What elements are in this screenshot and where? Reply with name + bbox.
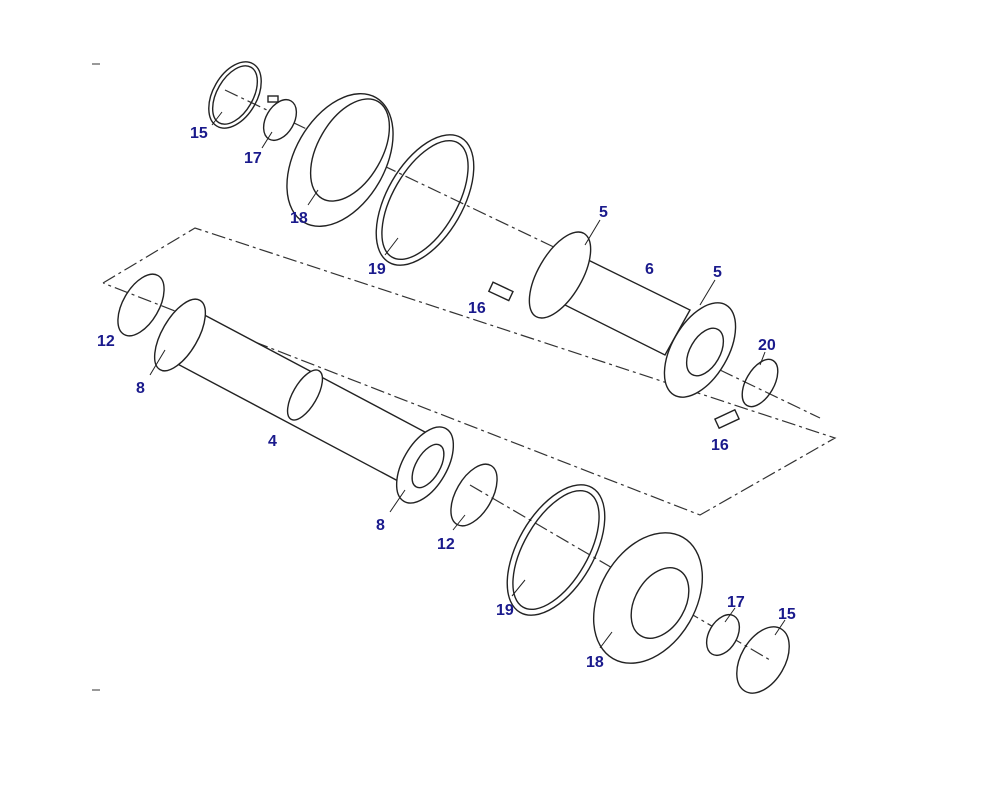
callout-16: 16 bbox=[468, 300, 486, 317]
part-15-snap-ring-bottom bbox=[736, 626, 790, 694]
axis-line-bottom bbox=[469, 484, 771, 661]
part-12-ring-right bbox=[450, 463, 498, 527]
part-18-boot-bottom bbox=[592, 532, 704, 664]
callout-15: 15 bbox=[190, 125, 208, 142]
callout-20: 20 bbox=[758, 337, 776, 354]
callout-4: 4 bbox=[268, 433, 277, 450]
callout-8: 8 bbox=[376, 517, 385, 534]
part-16-bolt-top bbox=[487, 281, 514, 302]
callout-18: 18 bbox=[290, 210, 308, 227]
part-17-clamp-bottom bbox=[705, 614, 741, 656]
part-17-clamp-screw bbox=[267, 95, 279, 103]
part-8-bearing-bore bbox=[411, 443, 445, 489]
part-8-bearing-right bbox=[395, 426, 455, 504]
callout-5: 5 bbox=[713, 264, 722, 281]
part-16-bolt-bottom bbox=[713, 408, 741, 430]
part-15-snap-ring-inner bbox=[211, 65, 259, 125]
callout-17: 17 bbox=[244, 150, 262, 167]
part-19-band-bottom bbox=[506, 484, 606, 616]
callout-15: 15 bbox=[778, 606, 796, 623]
assembly-boundary bbox=[102, 227, 837, 516]
leader-lines bbox=[149, 111, 786, 649]
part-8-bearing-left bbox=[153, 298, 207, 372]
callout-18: 18 bbox=[586, 654, 604, 671]
part-19-band-inner bbox=[381, 139, 469, 261]
callout-19: 19 bbox=[496, 602, 514, 619]
part-17-clamp bbox=[262, 99, 298, 141]
part-20-o-ring bbox=[741, 358, 779, 408]
part-15-snap-ring bbox=[208, 61, 262, 129]
callout-6: 6 bbox=[645, 261, 654, 278]
part-18-boot-bottom-inner bbox=[630, 567, 690, 639]
callout-8: 8 bbox=[136, 380, 145, 397]
part-5-flange-bore bbox=[685, 327, 725, 377]
part-5-flange-left bbox=[528, 231, 592, 319]
callout-5: 5 bbox=[599, 204, 608, 221]
callout-12: 12 bbox=[97, 333, 115, 350]
callout-19: 19 bbox=[368, 261, 386, 278]
part-4-center-band bbox=[286, 369, 324, 421]
callout-16: 16 bbox=[711, 437, 729, 454]
part-18-boot-inner bbox=[309, 98, 391, 202]
part-12-ring-left bbox=[117, 273, 165, 337]
part-19-band bbox=[375, 134, 475, 266]
callout-12: 12 bbox=[437, 536, 455, 553]
callout-labels: 15 17 18 19 5 6 5 16 20 12 8 4 16 8 12 1… bbox=[97, 125, 796, 671]
callout-17: 17 bbox=[727, 594, 745, 611]
part-5-flange-right bbox=[663, 302, 737, 398]
part-19-band-bottom-inner bbox=[512, 489, 600, 611]
part-18-boot bbox=[286, 93, 394, 227]
